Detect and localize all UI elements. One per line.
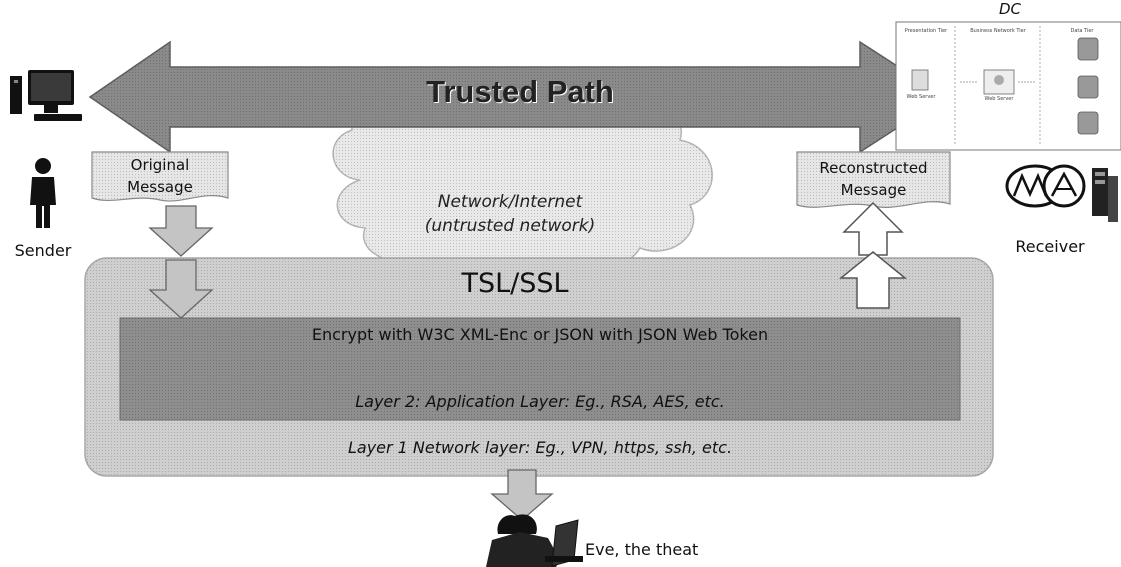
trusted-path-arrow [88,40,947,154]
original-message-label: Original Message [92,154,228,198]
receiver-up-arrow-lower [838,251,908,309]
cloud-label: Network/Internet (untrusted network) [395,190,625,238]
server-tower-icon [1092,168,1118,222]
encrypt-label: Encrypt with W3C XML-Enc or JSON with JS… [311,325,769,344]
original-message-line2: Message [127,178,193,196]
cloud-label-line1: Network/Internet [437,192,583,212]
eve-down-arrow [490,469,554,521]
reconstructed-message-doc [796,151,951,208]
encryption-band [119,317,961,421]
reconstructed-message-line2: Message [840,181,907,199]
dc-web-server-label: Web Server [906,94,936,100]
original-message-line1: Original [130,156,190,174]
layer2-label: Layer 2: Application Layer: Eg., RSA, AE… [355,392,725,411]
receiver-up-arrow-upper [842,201,904,256]
receiver-logo-icon [1005,164,1086,208]
eve-hacker-icon [486,514,583,567]
computer-icon [10,70,82,121]
original-message-doc [91,151,229,202]
cloud-label-line2: (untrusted network) [424,216,596,236]
sender-down-arrow-upper [148,205,214,257]
reconstructed-message-label: Reconstructed Message [797,157,950,201]
dc-app-server-label: Web Server [984,96,1014,102]
sender-down-arrow-lower [148,259,214,319]
person-icon [30,158,56,228]
dc-tier-presentation: Presentation Tier [904,28,948,34]
reconstructed-message-line1: Reconstructed [819,159,928,177]
receiver-label: Receiver [1015,237,1085,256]
dc-tier-data: Data Tier [1070,28,1094,34]
eve-label: Eve, the theat [585,540,699,559]
sender-label: Sender [14,241,72,260]
layer1-label: Layer 1 Network layer: Eg., VPN, https, … [347,438,733,457]
trusted-path-label: Trusted Path [426,74,614,109]
tsl-ssl-label: TSL/SSL [461,268,569,299]
dc-diagram [895,21,1121,151]
dc-tier-business: Business Network Tier [970,28,1026,34]
dc-title: DC [998,0,1022,18]
